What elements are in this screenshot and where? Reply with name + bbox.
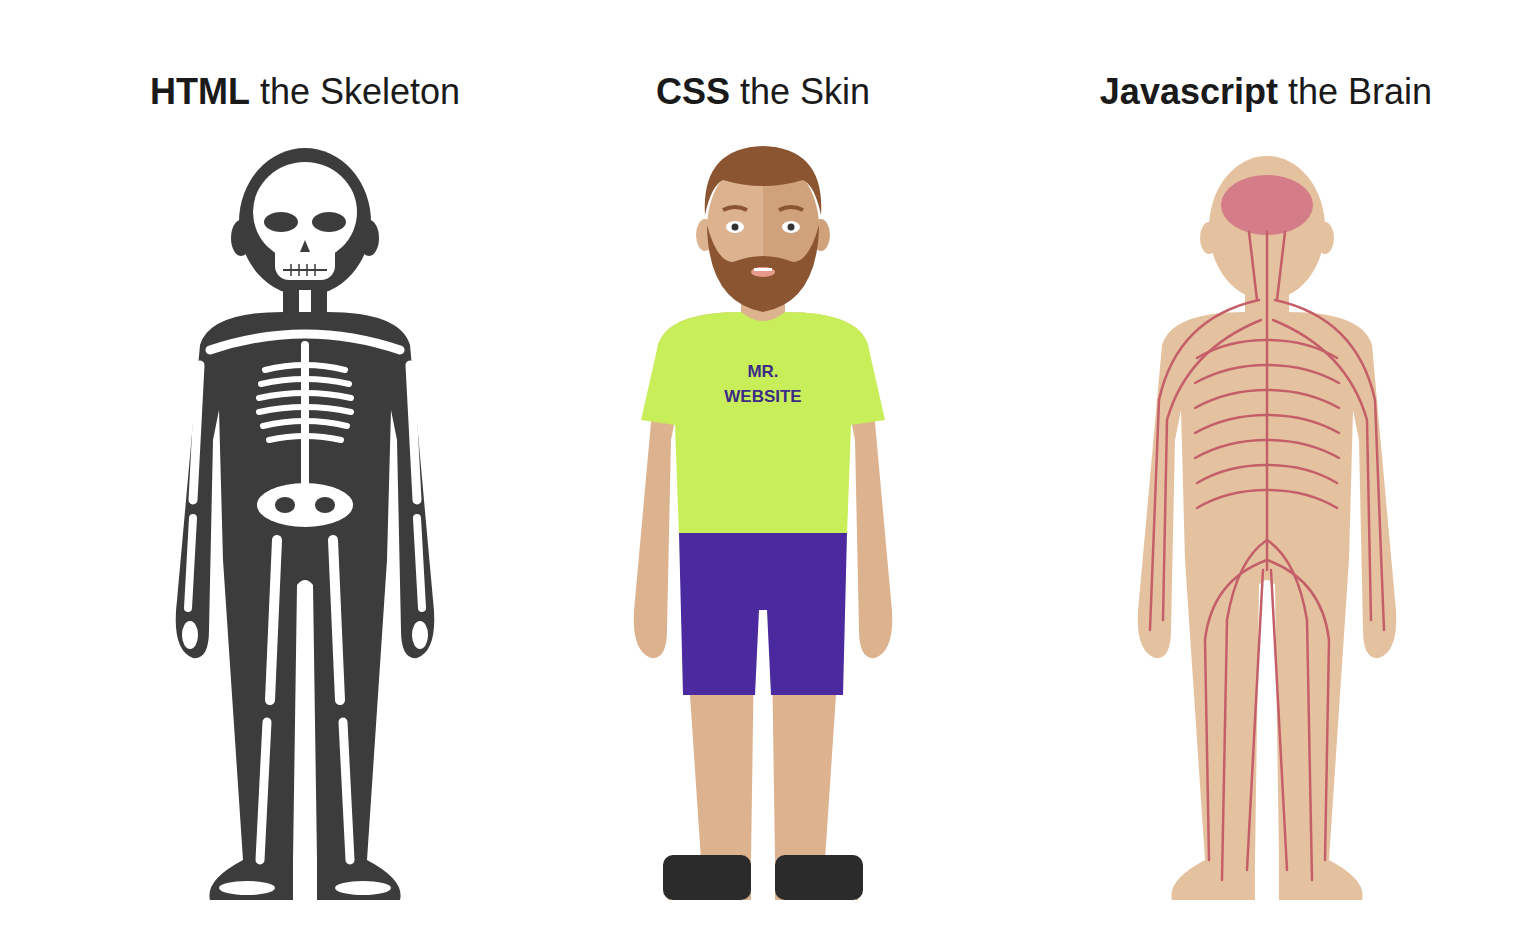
body-part: the Skeleton bbox=[260, 71, 460, 112]
language-name: CSS bbox=[656, 71, 730, 112]
body-part: the Brain bbox=[1288, 71, 1432, 112]
figure-heading: CSSthe Skin bbox=[656, 70, 870, 113]
nervous-figure bbox=[1138, 156, 1397, 900]
skeleton-figure bbox=[176, 148, 435, 900]
language-name: Javascript bbox=[1100, 71, 1278, 112]
figure-heading: HTMLthe Skeleton bbox=[150, 70, 460, 113]
body-part: the Skin bbox=[740, 71, 870, 112]
figure-heading: Javascriptthe Brain bbox=[1100, 70, 1432, 113]
shirt-print: MR. WEBSITE bbox=[713, 360, 813, 409]
language-name: HTML bbox=[150, 71, 250, 112]
dressed-figure bbox=[634, 146, 893, 900]
